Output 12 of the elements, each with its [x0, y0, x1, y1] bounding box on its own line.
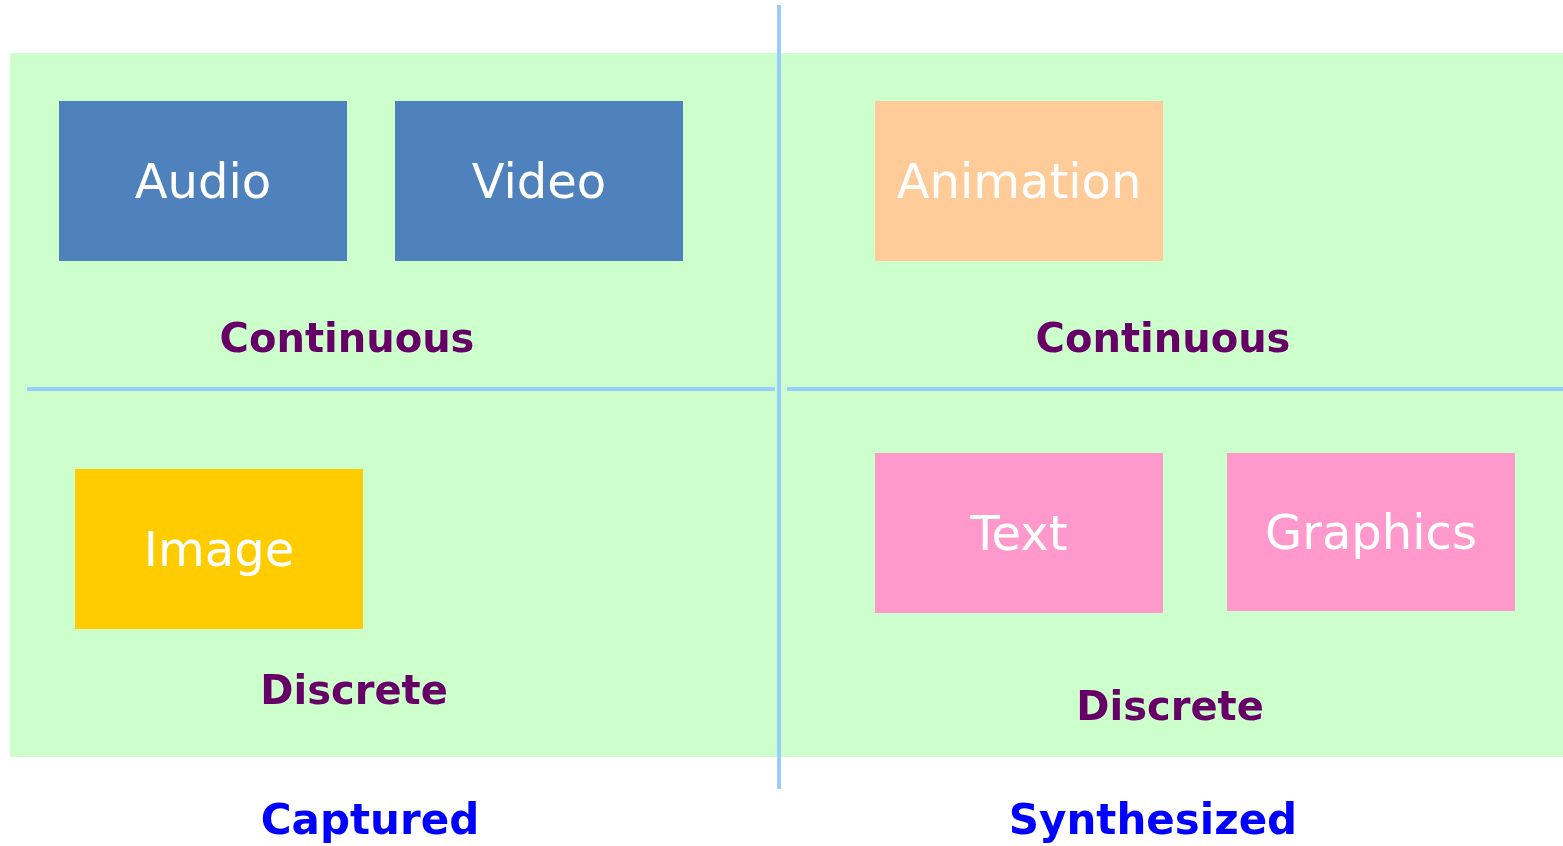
category-box: Animation — [875, 101, 1163, 261]
category-box: Video — [395, 101, 683, 261]
quadrant-label: Discrete — [260, 667, 448, 713]
column-label: Captured — [260, 795, 480, 844]
quadrant-label: Discrete — [1076, 683, 1264, 729]
quadrant-label: Continuous — [1035, 315, 1291, 361]
category-box: Text — [875, 453, 1163, 613]
category-box: Audio — [59, 101, 347, 261]
category-box: Graphics — [1227, 453, 1515, 611]
quadrant-label: Continuous — [219, 315, 475, 361]
column-label: Synthesized — [1008, 795, 1298, 844]
category-box: Image — [75, 469, 363, 629]
